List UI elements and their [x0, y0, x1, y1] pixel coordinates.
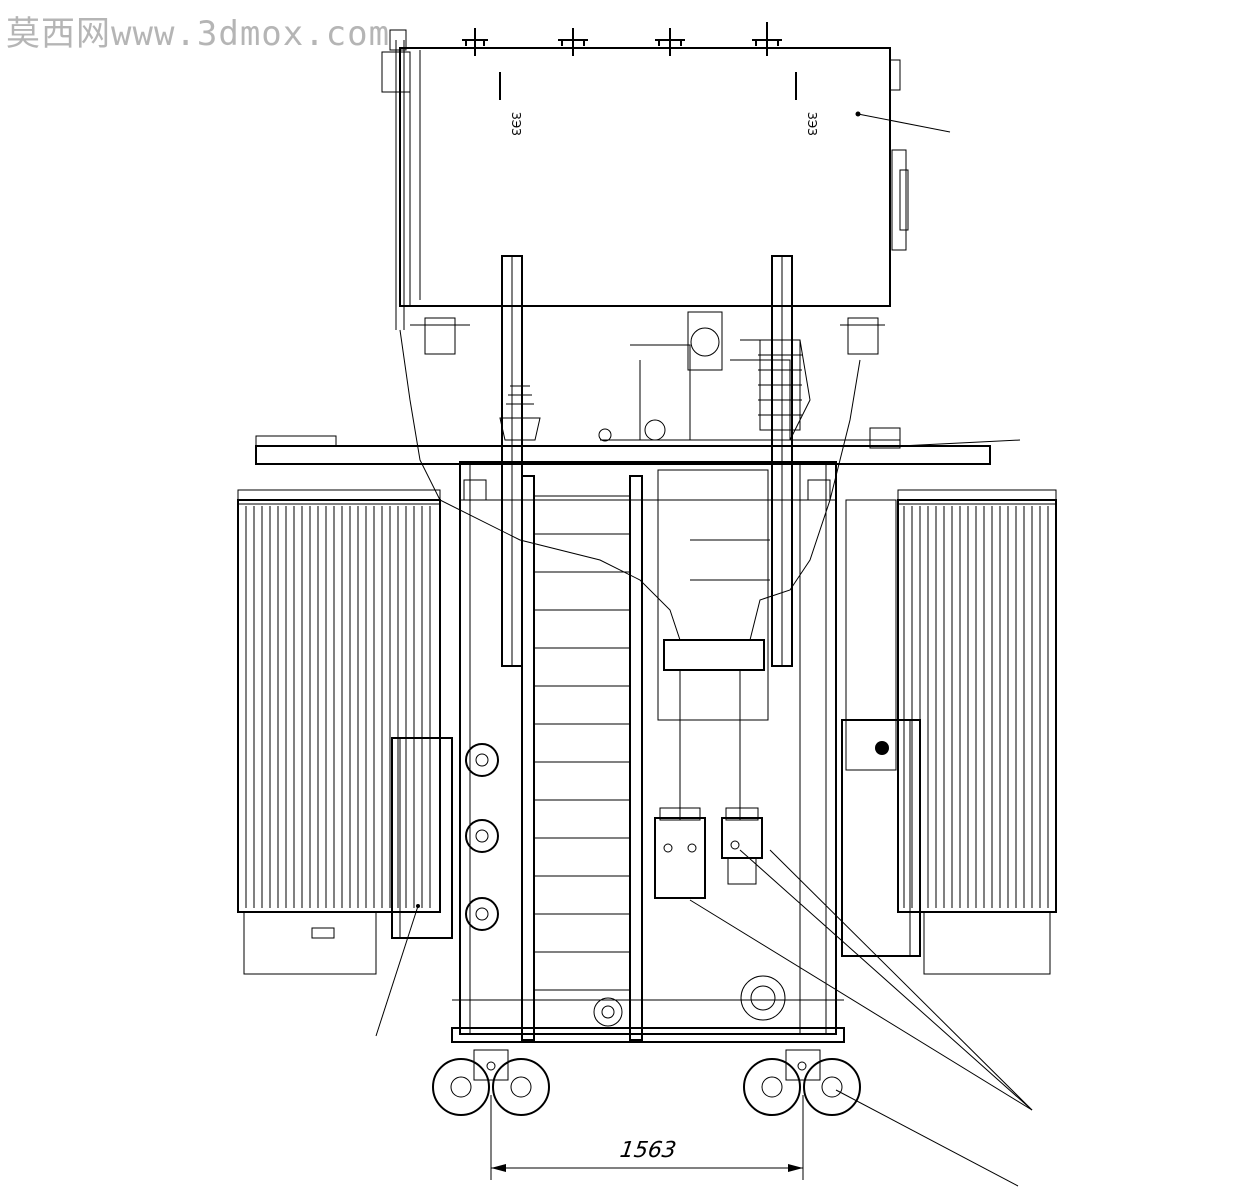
gauge — [465, 743, 499, 777]
tank-marking-left: ЗЭЗ — [509, 112, 523, 136]
terminal-cabinet-left — [391, 737, 453, 939]
dimension-line — [490, 1095, 804, 1180]
gauge — [465, 897, 499, 931]
cable-run — [749, 359, 861, 641]
tank-cover — [255, 311, 1021, 465]
bushing — [499, 385, 541, 441]
cable-box-right — [721, 807, 763, 885]
wheel-assembly-left — [432, 1049, 550, 1116]
watermark-text: 莫西网www.3dmox.com — [6, 14, 391, 54]
bushing — [758, 339, 802, 431]
leader-lines — [375, 849, 1033, 1187]
conservator-top-fittings — [462, 22, 782, 56]
cable-box-left — [654, 807, 706, 899]
cable-run — [399, 329, 681, 641]
terminal-cabinet-right — [841, 719, 921, 957]
conservator-tank: ЗЭЗ ЗЭЗ — [381, 22, 951, 355]
tank-marking-right: ЗЭЗ — [805, 112, 819, 136]
radiator-right — [845, 489, 1057, 975]
cable-frame — [657, 469, 770, 820]
main-tank — [451, 461, 845, 1043]
gauge — [465, 819, 499, 853]
wheel-assembly-right — [743, 1049, 861, 1116]
access-ladder — [521, 475, 643, 1041]
dimension-label: 1563 — [618, 1138, 678, 1163]
radiator-left — [237, 489, 441, 975]
